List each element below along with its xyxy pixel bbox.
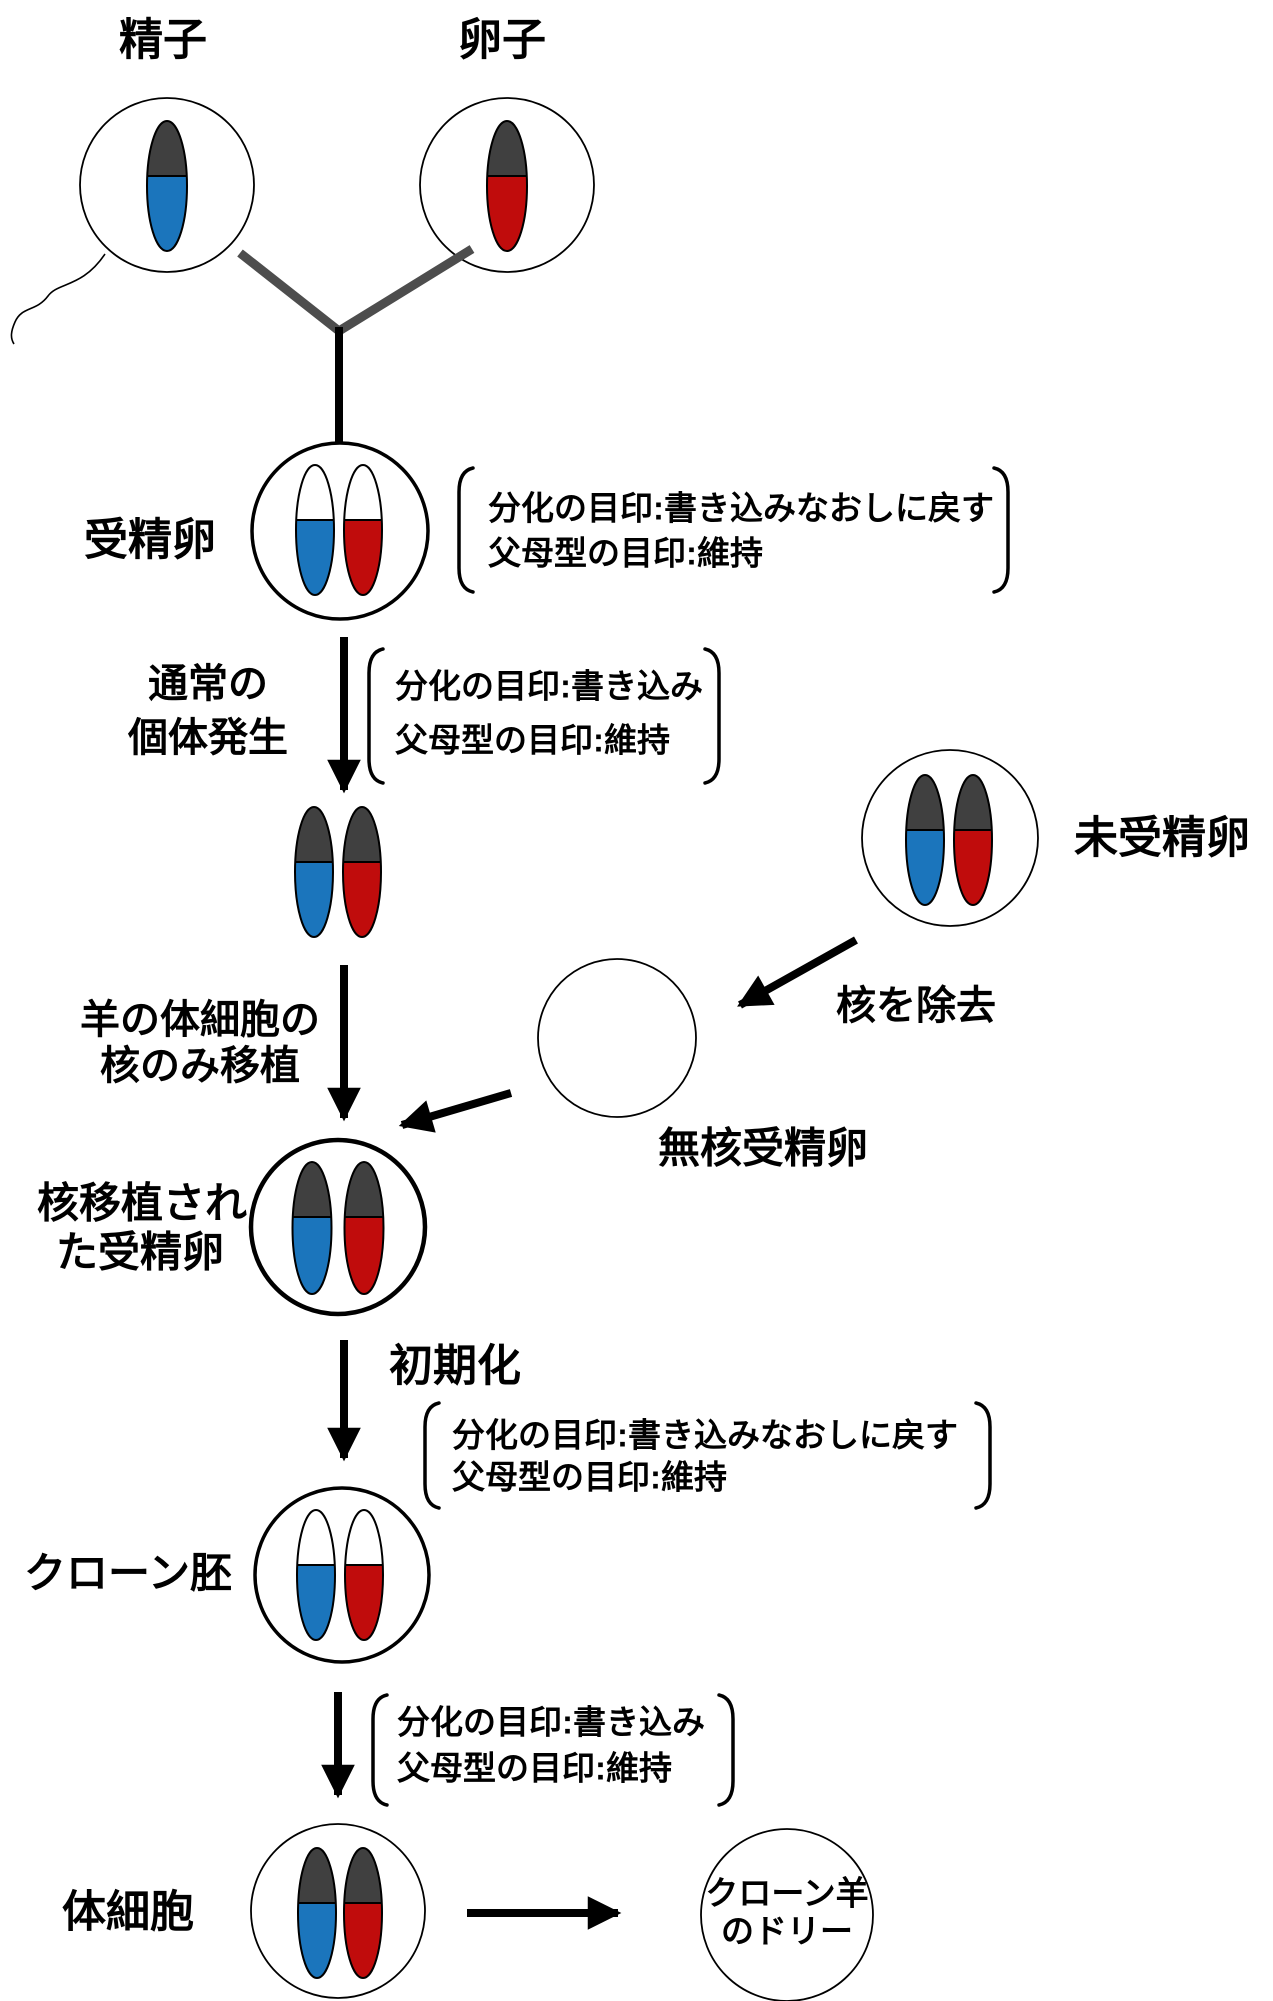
maternal-chromosome (342, 806, 382, 938)
clone-embryo-label: クローン胚 (24, 1550, 232, 1597)
maternal-chromosome (343, 1161, 385, 1295)
fertilized-egg-membrane (250, 441, 430, 621)
annotation-line: 父母型の目印:維持 (452, 1459, 727, 1496)
nucleus-transplant-label: 核のみ移植 (100, 1044, 300, 1088)
sperm-label: 精子 (119, 16, 207, 65)
egg-chromosome (486, 120, 528, 252)
maternal-chromosome (343, 1847, 383, 1979)
fertilization-merge-lines (237, 245, 475, 443)
maternal-chromosome (344, 1509, 384, 1641)
dolly-label: のドリー (721, 1913, 853, 1950)
annotation-line: 分化の目印:書き込みなおしに戻す (488, 490, 994, 527)
annotation-fertilization: 分化の目印:書き込みなおしに戻す 父母型の目印:維持 (457, 466, 1010, 594)
egg-cell (419, 97, 595, 273)
unfertilized-egg-membrane (861, 749, 1039, 927)
fertilized-egg-label: 受精卵 (84, 516, 216, 565)
somatic-cell-label: 体細胞 (62, 1888, 194, 1937)
egg-label: 卵子 (458, 16, 546, 65)
fertilized-egg-cell (250, 441, 430, 621)
paternal-chromosome (294, 806, 334, 938)
nuclear-transferred-membrane (248, 1137, 428, 1317)
dolly-node: クローン羊 のドリー (700, 1828, 874, 2001)
egg-merge-line (336, 245, 475, 335)
paternal-chromosome (291, 1161, 333, 1295)
annotation-line: 父母型の目印:維持 (397, 1750, 672, 1787)
unfertilized-egg-label: 未受精卵 (1074, 814, 1250, 863)
sperm-tail (10, 253, 106, 345)
reprogramming-label: 初期化 (389, 1342, 521, 1391)
paternal-chromosome (295, 464, 335, 596)
maternal-chromosome (953, 774, 993, 906)
annotation-normal-development: 分化の目印:書き込み 父母型の目印:維持 (367, 647, 721, 785)
nuclear-transferred-label: た受精卵 (56, 1229, 224, 1276)
dolly-circle (700, 1828, 874, 2001)
normal-development-label: 個体発生 (127, 716, 288, 760)
annotation-line: 分化の目印:書き込みなおしに戻す (452, 1417, 958, 1454)
annotation-line: 父母型の目印:維持 (488, 535, 763, 572)
right-bracket (703, 647, 721, 785)
annotation-line: 父母型の目印:維持 (395, 722, 670, 759)
remove-nucleus-arrow (737, 936, 858, 1009)
sperm-chromosome (146, 120, 188, 252)
enucleated-egg-membrane (537, 958, 697, 1118)
clone-embryo-membrane (253, 1486, 431, 1664)
sperm-merge-line (237, 249, 342, 335)
right-bracket (992, 466, 1010, 594)
clone-embryo-cell (253, 1486, 431, 1664)
enucleated-egg-label: 無核受精卵 (658, 1125, 868, 1172)
normal-development-label: 通常の (148, 662, 268, 706)
unfertilized-egg-cell (861, 749, 1039, 927)
nucleus-transplant-label: 羊の体細胞の (80, 998, 320, 1042)
left-bracket (371, 1693, 389, 1807)
paternal-chromosome (905, 774, 945, 906)
nuclear-transferred-label: 核移植され (37, 1180, 247, 1227)
sperm-cell (10, 97, 255, 345)
somatic-cell-membrane (250, 1823, 426, 1999)
somatic-cell (250, 1823, 426, 1999)
right-bracket (717, 1693, 735, 1807)
annotation-line: 分化の目印:書き込み (397, 1704, 705, 1741)
enucleated-egg-arrow (398, 1089, 513, 1133)
nuclear-transferred-cell (248, 1137, 428, 1317)
left-bracket (423, 1401, 441, 1510)
paternal-chromosome (297, 1847, 337, 1979)
annotation-clone-development: 分化の目印:書き込み 父母型の目印:維持 (371, 1693, 735, 1807)
right-bracket (974, 1401, 992, 1510)
differentiated-cell (294, 806, 382, 938)
paternal-chromosome (296, 1509, 336, 1641)
dolly-label: クローン羊 (705, 1875, 868, 1912)
left-bracket (367, 647, 385, 785)
annotation-line: 分化の目印:書き込み (395, 668, 703, 705)
maternal-chromosome (343, 464, 383, 596)
annotation-reprogramming: 分化の目印:書き込みなおしに戻す 父母型の目印:維持 (423, 1401, 992, 1510)
remove-nucleus-label: 核を除去 (836, 984, 996, 1028)
left-bracket (457, 466, 475, 594)
